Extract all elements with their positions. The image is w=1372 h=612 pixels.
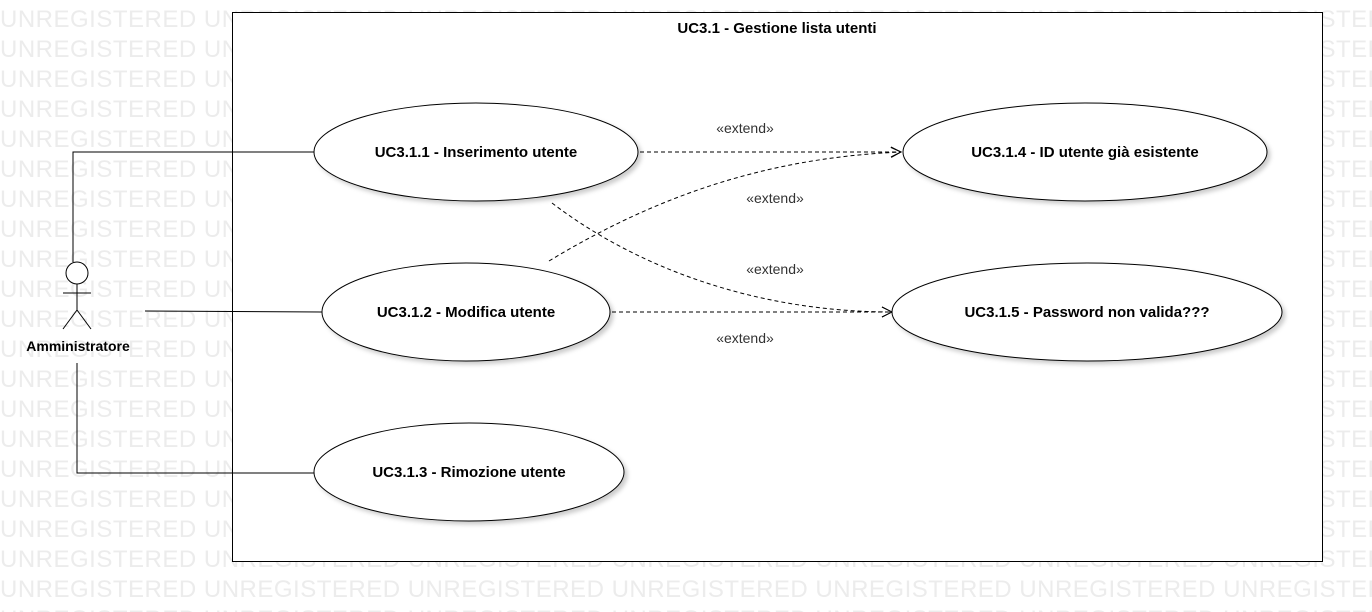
actor-name: Amministratore xyxy=(26,338,130,354)
use-case-uc315[interactable]: UC3.1.5 - Password non valida??? xyxy=(891,262,1283,362)
use-case-uc312[interactable]: UC3.1.2 - Modifica utente xyxy=(321,262,611,362)
use-case-label: UC3.1.3 - Rimozione utente xyxy=(372,464,565,481)
association-uc311 xyxy=(72,151,314,262)
extend-uc311-uc315[interactable] xyxy=(551,202,892,312)
actor-associations xyxy=(72,151,323,474)
extend-uc312-uc314[interactable] xyxy=(548,152,901,262)
use-case-label: UC3.1.5 - Password non valida??? xyxy=(964,304,1209,321)
extend-label-uc311-uc315: «extend» xyxy=(746,261,804,277)
use-case-uc311[interactable]: UC3.1.1 - Inserimento utente xyxy=(313,102,639,202)
system-title: UC3.1 - Gestione lista utenti xyxy=(677,20,876,37)
association-uc312 xyxy=(144,310,323,313)
use-case-label: UC3.1.2 - Modifica utente xyxy=(377,304,555,321)
stick-figure-icon xyxy=(62,261,92,330)
use-case-uc313[interactable]: UC3.1.3 - Rimozione utente xyxy=(313,422,625,522)
use-case-label: UC3.1.4 - ID utente già esistente xyxy=(971,144,1199,161)
association-uc313 xyxy=(76,363,314,474)
extend-label-uc311-uc314: «extend» xyxy=(716,120,774,136)
use-case-uc314[interactable]: UC3.1.4 - ID utente già esistente xyxy=(902,102,1268,202)
extend-relations xyxy=(548,152,901,312)
actor-amministratore[interactable]: Amministratore xyxy=(26,261,130,354)
extend-label-uc312-uc314: «extend» xyxy=(746,190,804,206)
use-case-label: UC3.1.1 - Inserimento utente xyxy=(375,144,578,161)
extend-label-uc312-uc315: «extend» xyxy=(716,330,774,346)
